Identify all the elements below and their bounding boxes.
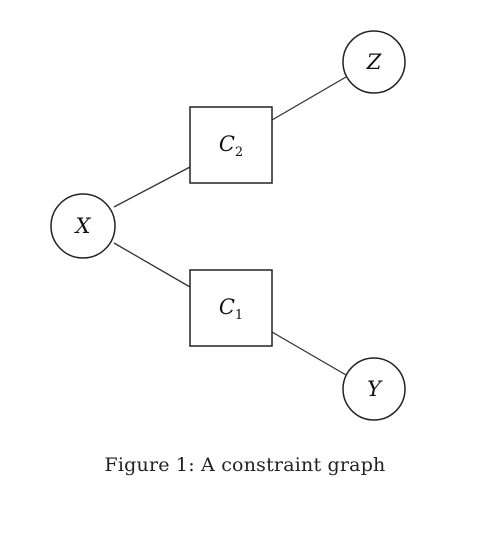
node-c2-subscript: 2 [235, 145, 243, 160]
node-c2-label: C [219, 132, 235, 156]
constraint-node-c2: C2 [189, 106, 273, 184]
node-c1-text: C1 [219, 295, 243, 323]
figure-caption: Figure 1: A constraint graph [104, 454, 386, 476]
node-x-label: X [74, 214, 92, 238]
node-y-label: Y [367, 377, 383, 401]
edge-x-c2 [113, 166, 191, 208]
node-c1-subscript: 1 [235, 308, 243, 323]
node-c2-text: C2 [219, 132, 243, 160]
edge-x-c1 [113, 242, 191, 288]
node-z-label: Z [366, 50, 382, 74]
constraint-node-c1: C1 [189, 269, 273, 347]
edge-c2-z [271, 76, 347, 121]
variable-node-x: X [50, 193, 116, 259]
variable-node-z: Z [342, 30, 406, 94]
edge-c1-y [271, 331, 347, 376]
node-c1-label: C [219, 295, 235, 319]
variable-node-y: Y [342, 357, 406, 421]
